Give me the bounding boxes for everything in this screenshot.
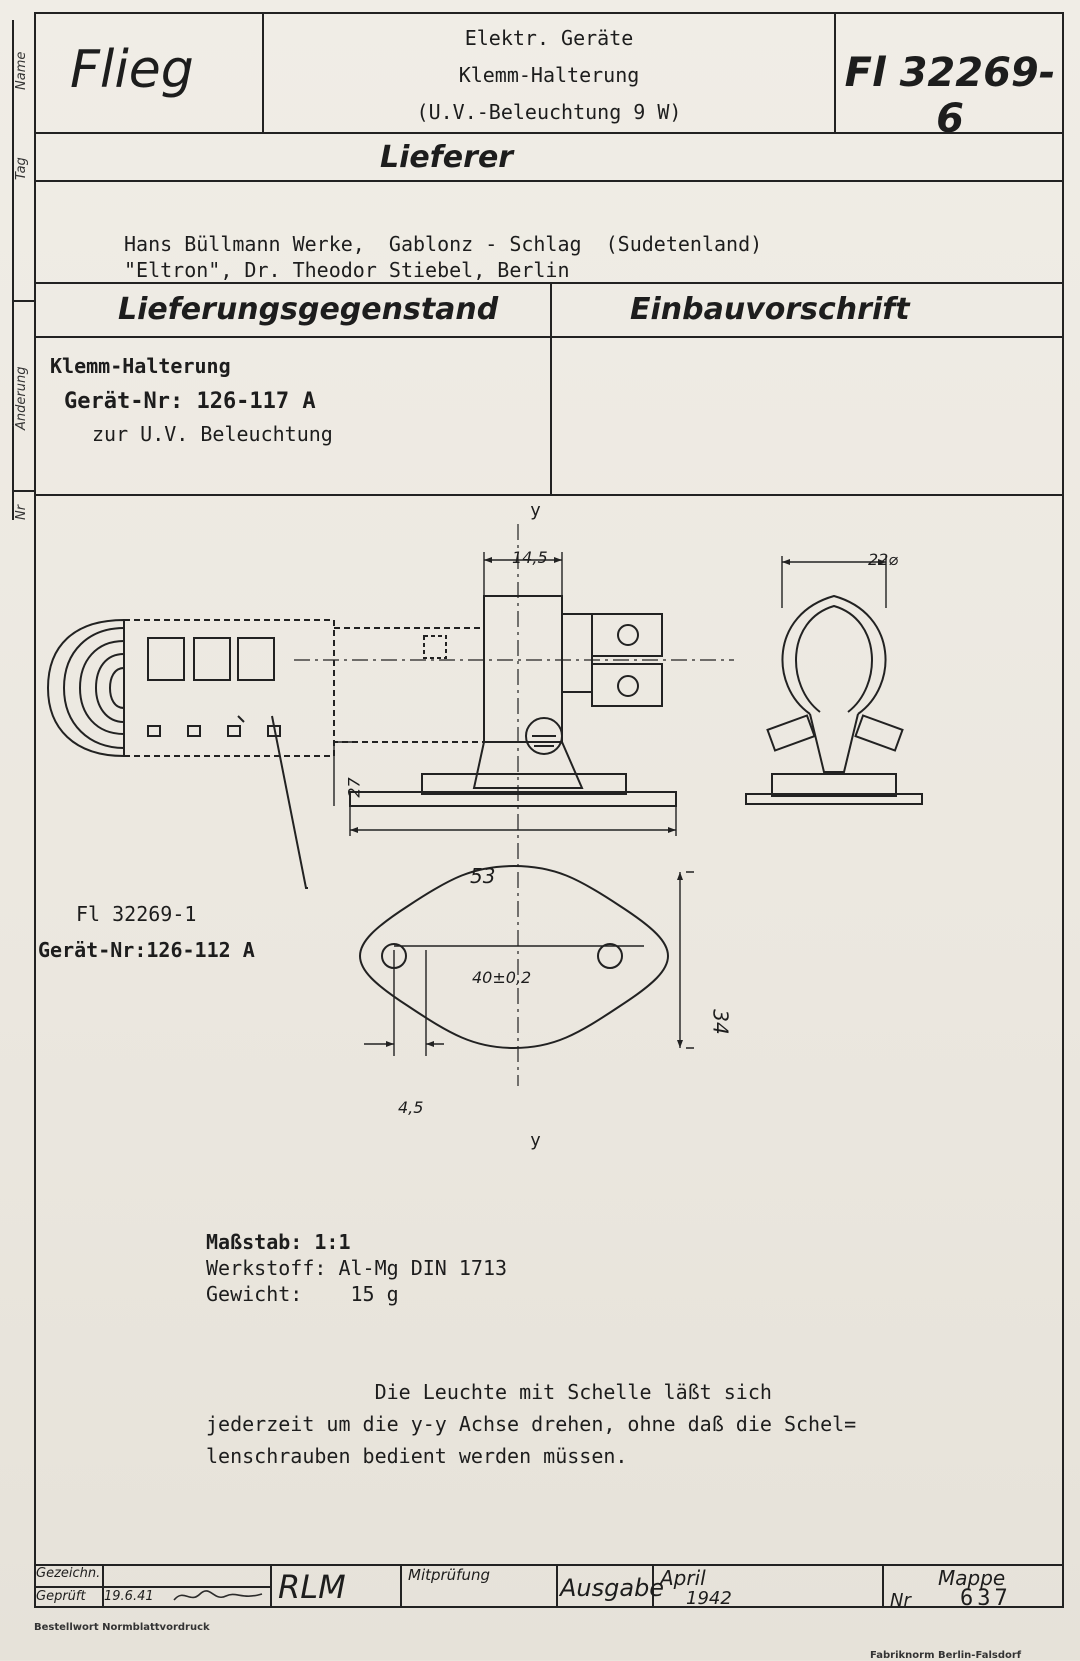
margin-line [12, 20, 14, 520]
footer-divider [652, 1564, 654, 1608]
margin-name-label: Name [14, 51, 29, 90]
footer-divider [882, 1564, 884, 1608]
axis-label-top: y [530, 500, 541, 521]
footer-top-line [34, 1564, 1064, 1566]
footer-rlm: RLM [278, 1568, 346, 1606]
footer-mappe-label: Mappe [938, 1566, 1006, 1590]
section-line [34, 336, 1064, 338]
signature-mark [173, 1590, 263, 1601]
sheet-frame [34, 12, 1064, 1608]
lamp-bulb [46, 618, 125, 758]
dim-hole-spacing: 40±0,2 [472, 968, 532, 987]
lamp-windows [147, 635, 447, 737]
header-title-line: Klemm-Halterung [458, 63, 640, 87]
footer-geprueft: Geprüft [36, 1589, 86, 1604]
header-title: Elektr. Geräte Klemm-Halterung (U.V.-Bel… [264, 20, 834, 131]
logo: Flieg [70, 40, 194, 100]
item-name: Klemm-Halterung [50, 354, 231, 378]
margin-tag-label: Tag [14, 157, 29, 180]
header-divider [834, 12, 836, 134]
sheet-number: Fl 32269-6 [844, 50, 1056, 142]
footer-divider [270, 1564, 272, 1608]
margin-divider [12, 300, 34, 302]
margin-aenderung-label: Änderung [14, 366, 29, 430]
lamp-body [123, 619, 485, 757]
footer-mitpruefung: Mitprüfung [408, 1566, 491, 1584]
lieferungsgegenstand-title: Lieferungsgegenstand [118, 292, 499, 327]
ring-clamp [745, 594, 923, 805]
footer-divider [102, 1564, 104, 1608]
note-line: Die Leuchte mit Schelle läßt sich [206, 1380, 772, 1404]
bottom-print-left: Bestellwort Normblattvordruck [34, 1622, 210, 1633]
footer-nr-label: Nr [890, 1590, 911, 1611]
item-part-number: Gerät-Nr: 126-117 A [64, 389, 316, 414]
item-purpose: zur U.V. Beleuchtung [92, 422, 333, 446]
einbauvorschrift-title: Einbauvorschrift [630, 292, 910, 327]
dim-hole-offset: 4,5 [398, 1098, 424, 1117]
header-divider [262, 12, 264, 134]
margin-divider [12, 490, 34, 492]
lieferer-title: Lieferer [380, 140, 514, 175]
ref-part: Gerät-Nr:126-112 A [38, 938, 255, 962]
bottom-print-right: Fabriknorm Berlin-Falsdorf [870, 1650, 1022, 1661]
column-divider [550, 282, 552, 496]
leader-line [237, 715, 308, 889]
footer-ausgabe-year: 1942 [686, 1588, 732, 1609]
footer-geprueft-date: 19.6.41 [104, 1589, 154, 1604]
section-line [34, 494, 1064, 496]
ref-sheet: Fl 32269-1 [76, 902, 197, 926]
lieferer-line: "Eltron", Dr. Theodor Stiebel, Berlin [124, 258, 570, 282]
footer-divider [34, 1586, 270, 1588]
header-title-line: (U.V.-Beleuchtung 9 W) [416, 100, 682, 124]
technical-drawing [46, 524, 923, 1086]
spec-material: Werkstoff: Al-Mg DIN 1713 [206, 1256, 508, 1280]
dim-base-width: 53 [470, 864, 496, 888]
mounting-plate [358, 864, 670, 1050]
section-line [34, 180, 1064, 182]
footer-gezeichn: Gezeichn. [36, 1566, 101, 1581]
footer-divider [400, 1564, 402, 1608]
section-line [34, 282, 1064, 284]
lieferer-line: Hans Büllmann Werke, Gablonz - Schlag (S… [124, 232, 763, 256]
footer-divider [556, 1564, 558, 1608]
dim-height: 27 [344, 777, 364, 798]
dim-width-top: 14,5 [512, 548, 548, 567]
note-line: jederzeit um die y-y Achse drehen, ohne … [206, 1412, 857, 1436]
header-bottom-line [34, 132, 1064, 134]
footer-mappe-number: 637 [960, 1586, 1012, 1611]
spec-weight: Gewicht: 15 g [206, 1282, 399, 1306]
dim-plate-height: 34 [708, 1009, 733, 1035]
spec-scale: Maßstab: 1:1 [206, 1230, 351, 1254]
footer-ausgabe-month: April [660, 1566, 706, 1590]
clamp-holder [349, 595, 677, 807]
header-title-line: Elektr. Geräte [464, 26, 634, 50]
axis-label-bottom: y [530, 1130, 541, 1151]
note-line: lenschrauben bedient werden müssen. [206, 1444, 628, 1468]
margin-nr-label: Nr [14, 504, 29, 520]
footer-ausgabe-label: Ausgabe [560, 1574, 665, 1602]
dim-diameter: 22⌀ [868, 550, 898, 569]
